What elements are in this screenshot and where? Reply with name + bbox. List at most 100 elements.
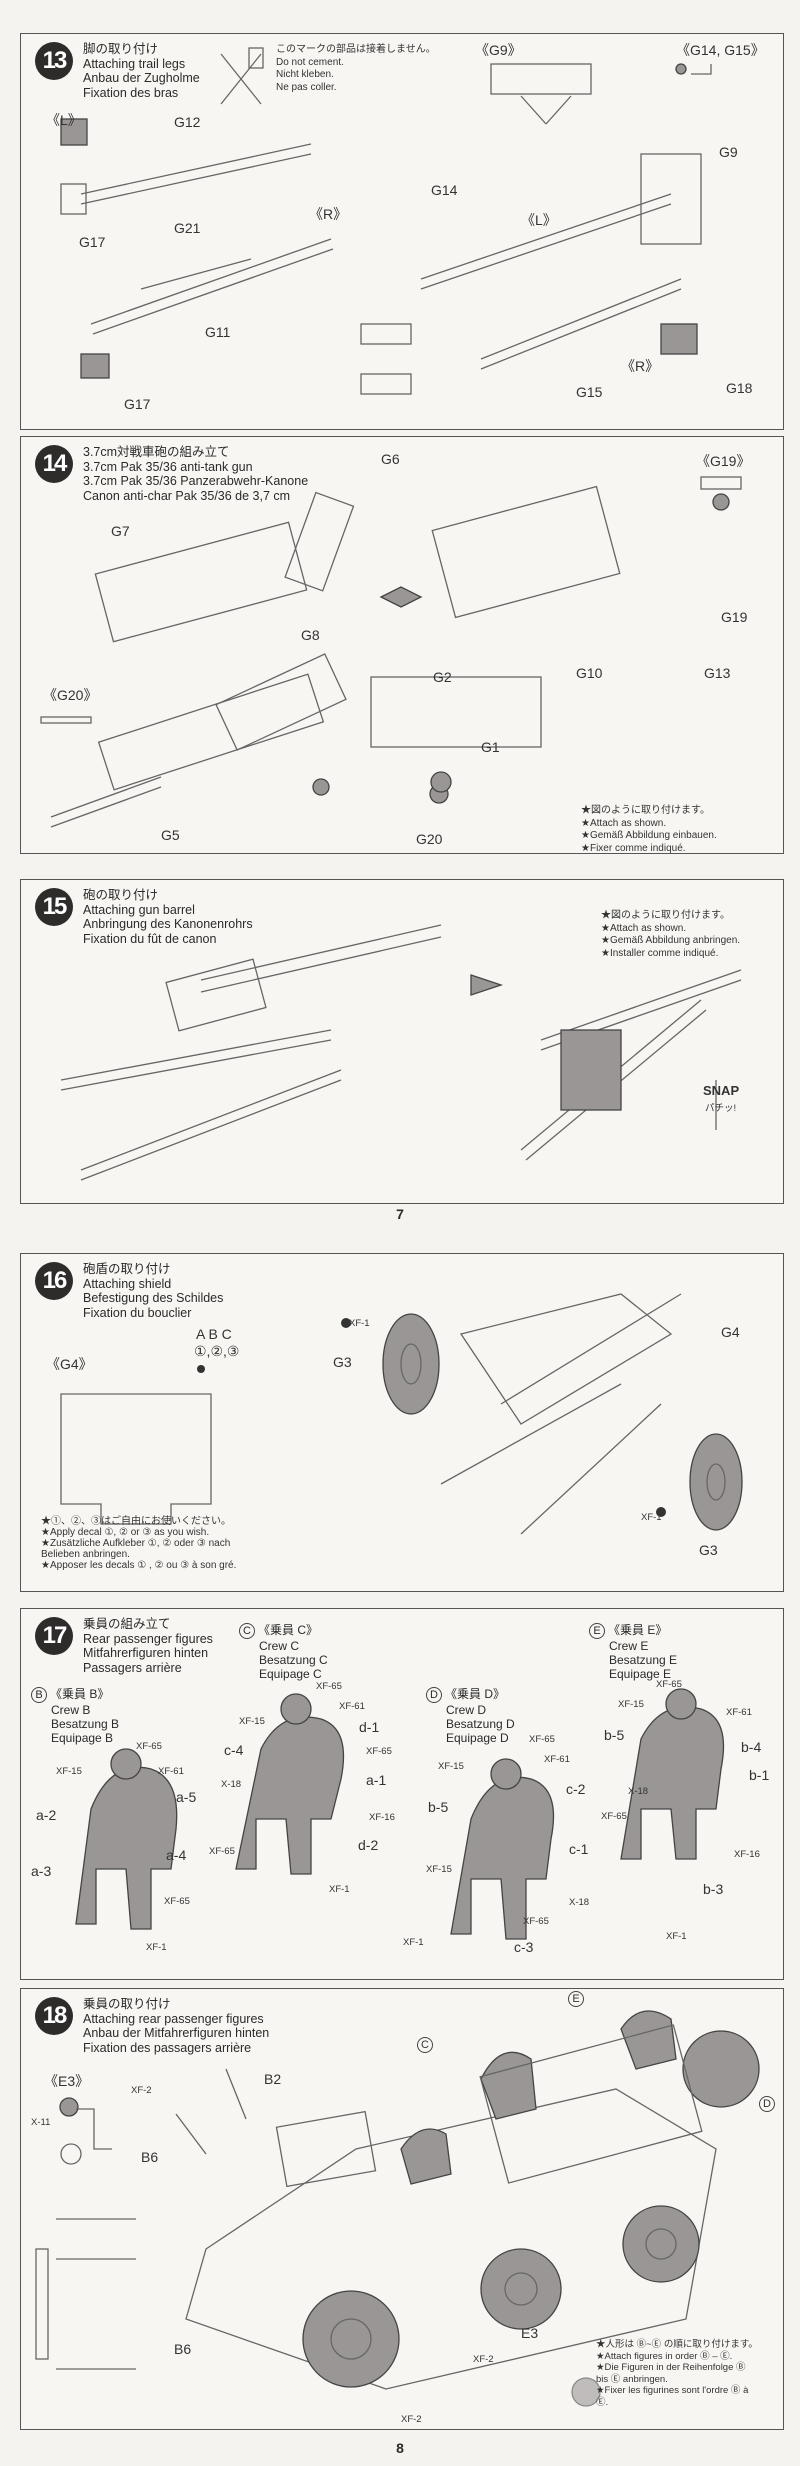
title-de: Anbau der Zugholme [83,71,200,85]
part-label: 《G19》 [696,453,751,469]
title-en: 3.7cm Pak 35/36 anti-tank gun [83,459,253,474]
note-en: ★Apply decal ①, ② or ③ as you wish. [41,1527,210,1538]
note-de: Nicht kleben. [276,69,334,80]
no-cement-note: このマークの部品は接着しません。 Do not cement. Nicht kl… [276,44,436,94]
part-label: 《G14, G15》 [676,42,765,58]
part-label: b-5 [428,1799,449,1815]
crew-name-jp: 《乗員 E》 [608,1623,668,1637]
title-fr: Fixation du fût de canon [83,931,217,946]
paint-code: XF-16 [369,1812,395,1823]
paint-code: XF-2 [473,2354,494,2365]
step-13-header: 13 脚の取り付け Attaching trail legs Anbau der… [35,42,200,100]
title-jp: 砲の取り付け [83,888,159,902]
crew-letter: B [31,1687,47,1703]
part-label: G18 [726,380,753,396]
crew-letter: C [239,1623,255,1639]
no-cement-icon [220,47,264,105]
part-label: G19 [721,609,748,625]
part-label: 《G20》 [43,687,98,703]
paint-code: XF-65 [523,1916,549,1927]
page-number: 7 [396,1206,404,1222]
crew-name-fr: Equipage E [609,1667,672,1681]
note-de-cont: bis Ⓔ anbringen. [596,2373,668,2385]
step-17-header: 17 乗員の組み立て Rear passenger figures Mitfah… [35,1617,213,1675]
crew-b-header: B《乗員 B》 Crew B Besatzung B Equipage B [31,1687,119,1745]
part-label: G21 [174,220,201,236]
part-label: c-3 [514,1939,534,1955]
trail-legs-illustration [60,63,712,395]
part-label: 《L》 [521,212,557,228]
part-label: G11 [205,324,231,340]
title-jp: 3.7cm対戦車砲の組み立て [83,445,230,459]
note-jp: ★①、②、③はご自由にお使いください。 [41,1516,231,1527]
crew-name-fr: Equipage B [51,1731,114,1745]
crew-name-en: Crew E [609,1639,649,1653]
part-label: 《R》 [621,358,660,374]
gun-barrel-illustration [60,924,742,1181]
part-label: b-5 [604,1727,625,1743]
paint-code: XF-1 [146,1942,167,1953]
part-label: G17 [79,234,106,250]
part-label: b-3 [703,1881,724,1897]
part-label: c-2 [566,1781,586,1797]
note-jp: ★図のように取り付けます。 [581,805,710,816]
decal-numbers: ①,②,③ [194,1343,240,1359]
crew-c-header: C《乗員 C》 Crew C Besatzung C Equipage C [239,1623,328,1681]
decal-note: ★①、②、③はご自由にお使いください。 ★Apply decal ①, ② or… [41,1516,236,1571]
figure-order-note: ★人形は Ⓑ~Ⓔ の順に取り付けます。 ★Attach figures in o… [596,2339,758,2408]
note-jp: このマークの部品は接着しません。 [276,44,436,55]
paint-code: XF-15 [438,1761,464,1772]
title-fr: Fixation des passagers arrière [83,2040,252,2055]
part-label: G3 [699,1542,718,1558]
step-number: 16 [35,1262,73,1300]
paint-code: XF-65 [164,1896,190,1907]
crew-letter: E [589,1623,605,1639]
paint-code: X-18 [569,1897,590,1908]
step-number: 13 [35,42,73,80]
title-jp: 乗員の組み立て [83,1617,171,1631]
paint-code: X-18 [221,1779,242,1790]
part-label: G17 [124,396,151,412]
crew-callout: E [568,1991,584,2007]
crew-callout: D [759,2096,775,2112]
part-label: B6 [141,2149,159,2165]
note-de: ★Gemäß Abbildung anbringen. [601,935,741,946]
attach-note: ★図のように取り付けます。 ★Attach as shown. ★Gemäß A… [601,910,740,960]
part-label: B2 [264,2071,282,2087]
note-en: Do not cement. [276,56,344,68]
paint-code: XF-65 [656,1679,682,1690]
attach-note: ★図のように取り付けます。 ★Attach as shown. ★Gemäß A… [581,805,717,855]
part-label: b-4 [741,1739,762,1755]
note-de: ★Die Figuren in der Reihenfolge Ⓑ [596,2362,746,2373]
step-16-panel: 16 砲盾の取り付け Attaching shield Befestigung … [20,1253,784,1592]
step-13-panel: 13 脚の取り付け Attaching trail legs Anbau der… [20,33,784,430]
paint-code: XF-65 [136,1741,162,1752]
crew-name-en: Crew C [259,1639,300,1653]
note-en: ★Attach as shown. [581,817,667,829]
step-15-panel: 15 砲の取り付け Attaching gun barrel Anbringun… [20,879,784,1204]
title-de: Anbau der Mitfahrerfiguren hinten [83,2026,270,2040]
title-de: 3.7cm Pak 35/36 Panzerabwehr-Kanone [83,474,309,488]
note-en: ★Attach figures in order Ⓑ – Ⓔ. [596,2350,733,2362]
note-fr: Ne pas coller. [276,81,337,93]
paint-code: XF-1 [641,1512,662,1523]
title-de: Anbringung des Kanonenrohrs [83,917,253,931]
paint-code: XF-15 [618,1699,644,1710]
part-label: G14 [431,182,458,198]
crew-e-header: E《乗員 E》 Crew E Besatzung E Equipage E [589,1623,677,1681]
part-label: E3 [521,2325,539,2341]
title-de: Mitfahrerfiguren hinten [83,1646,209,1660]
title-jp: 脚の取り付け [83,42,159,56]
title-en: Attaching gun barrel [83,902,195,917]
part-label: G4 [721,1324,740,1340]
part-label: G8 [301,627,320,643]
paint-code: XF-1 [349,1318,370,1329]
title-fr: Fixation des bras [83,85,179,100]
step-number: 17 [35,1617,73,1655]
shield-illustration [60,1293,743,1535]
title-de: Befestigung des Schildes [83,1291,224,1305]
paint-code: XF-61 [544,1754,570,1765]
part-label: G1 [481,739,500,755]
page-number: 8 [396,2440,404,2456]
part-label: G7 [111,523,130,539]
